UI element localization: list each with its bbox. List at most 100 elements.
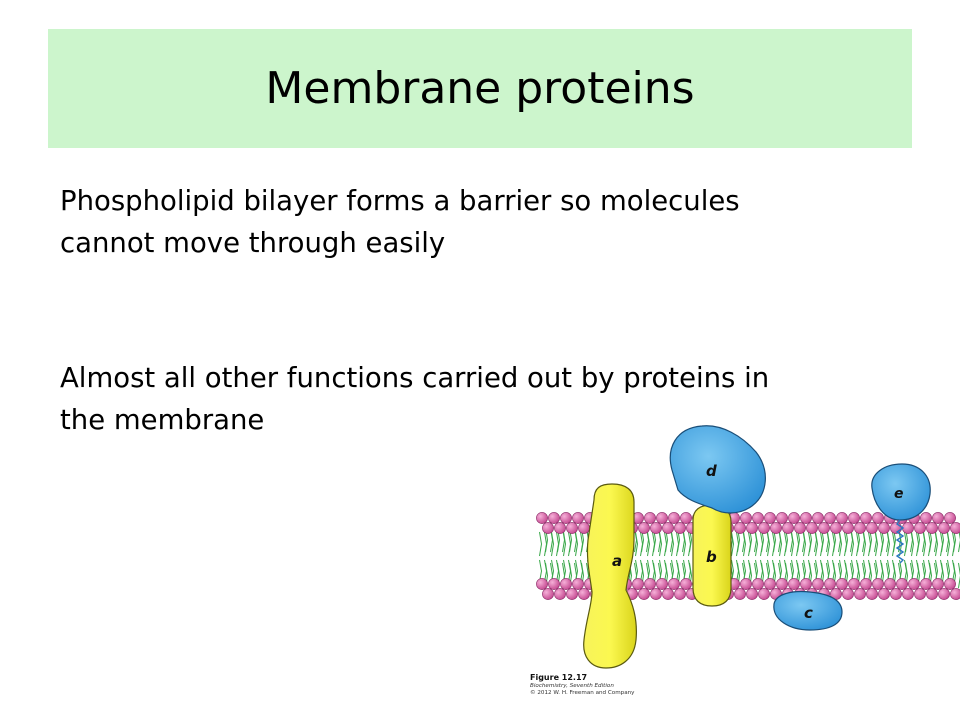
lipid-tail <box>892 531 896 557</box>
lipid-tail <box>755 559 759 583</box>
lipid-head <box>656 512 668 524</box>
lipid-head <box>932 512 944 524</box>
lipid-head <box>872 512 884 524</box>
lipid-head <box>638 522 650 534</box>
bullet-protein-functions: Almost all other functions carried out b… <box>60 362 770 436</box>
lipid-head <box>812 512 824 524</box>
protein-b-label: b <box>706 548 717 566</box>
lipid-tail <box>911 559 915 583</box>
lipid-head <box>860 512 872 524</box>
lipid-head <box>764 512 776 524</box>
lipid-head <box>872 578 884 590</box>
lipid-tail <box>539 531 543 557</box>
lipid-head <box>572 578 584 590</box>
lipid-head <box>650 522 662 534</box>
lipid-tail <box>671 559 675 583</box>
lipid-head <box>908 578 920 590</box>
lipid-head <box>806 522 818 534</box>
lipid-anchor-icon <box>895 519 905 564</box>
lipid-tail <box>856 531 860 557</box>
lipid-tail <box>832 531 836 557</box>
lipid-tail <box>683 559 687 583</box>
lipid-tail <box>659 559 663 583</box>
lipid-head <box>842 522 854 534</box>
lipid-tail <box>760 531 764 557</box>
lipid-tail <box>827 559 831 583</box>
lipid-head <box>752 578 764 590</box>
lipid-tail <box>851 559 855 583</box>
lipid-tail <box>563 559 567 583</box>
lipid-tail <box>815 531 819 557</box>
figure-caption-source: Biochemistry, Seventh Edition <box>530 683 614 689</box>
lipid-tail <box>743 559 747 583</box>
lipid-head <box>794 522 806 534</box>
protein-c-peripheral <box>773 590 843 631</box>
lipid-head <box>566 588 578 600</box>
lipid-head <box>734 522 746 534</box>
lipid-tail <box>772 531 776 557</box>
lipid-head <box>866 588 878 600</box>
lipid-head <box>950 588 960 600</box>
lipid-head <box>548 578 560 590</box>
lipid-tail <box>839 559 843 583</box>
protein-e-label: e <box>894 486 904 502</box>
lipid-head <box>848 578 860 590</box>
figure-caption-copyright: © 2012 W. H. Freeman and Company <box>530 689 635 696</box>
lipid-tail <box>580 531 584 557</box>
lipid-head <box>662 588 674 600</box>
lipid-tail <box>767 531 771 557</box>
lipid-head <box>926 522 938 534</box>
lipid-tail <box>887 559 891 583</box>
lipid-tail <box>635 559 639 583</box>
lipid-head <box>788 578 800 590</box>
lipid-tail <box>767 559 771 583</box>
lipid-head <box>938 522 950 534</box>
lipid-tail <box>791 531 795 557</box>
lipid-head <box>800 512 812 524</box>
lipid-head <box>560 512 572 524</box>
lipid-head <box>746 522 758 534</box>
lipid-tail <box>551 559 555 583</box>
lipid-head <box>776 578 788 590</box>
protein-c-label: c <box>804 604 813 622</box>
lipid-tail <box>880 531 884 557</box>
lipid-head <box>758 588 770 600</box>
lipid-head <box>572 512 584 524</box>
lipid-tail <box>647 559 651 583</box>
lipid-tail <box>647 531 651 557</box>
lipid-head <box>542 588 554 600</box>
lipid-tail <box>544 531 548 557</box>
lipid-head <box>566 522 578 534</box>
lipid-tail <box>863 559 867 583</box>
protein-d-peripheral <box>669 425 766 514</box>
lipid-head <box>878 522 890 534</box>
lipid-head <box>854 588 866 600</box>
lipid-tail <box>791 559 795 583</box>
lipid-head <box>680 512 692 524</box>
lipid-head <box>914 522 926 534</box>
protein-e-lipid-anchored <box>871 463 931 521</box>
lipid-tail <box>916 531 920 557</box>
lipid-head <box>938 588 950 600</box>
lipid-head <box>944 578 956 590</box>
lipid-head <box>734 588 746 600</box>
lipid-tail <box>935 559 939 583</box>
lipid-head <box>800 578 812 590</box>
lipid-head <box>824 512 836 524</box>
lipid-tail <box>755 531 759 557</box>
lipid-tail <box>575 531 579 557</box>
lipid-head <box>920 512 932 524</box>
lipid-tail <box>640 531 644 557</box>
lipid-head <box>890 588 902 600</box>
lipid-head <box>878 588 890 600</box>
lipid-tail <box>748 531 752 557</box>
lipid-tail <box>935 531 939 557</box>
lipid-tail <box>784 531 788 557</box>
lipid-tail <box>803 531 807 557</box>
bullet-phospholipid-barrier: Phospholipid bilayer forms a barrier so … <box>60 185 740 259</box>
lipid-head <box>644 512 656 524</box>
protein-a-label: a <box>612 552 622 570</box>
lipid-tail <box>904 531 908 557</box>
lipid-tail <box>575 559 579 583</box>
lipid-head <box>770 522 782 534</box>
